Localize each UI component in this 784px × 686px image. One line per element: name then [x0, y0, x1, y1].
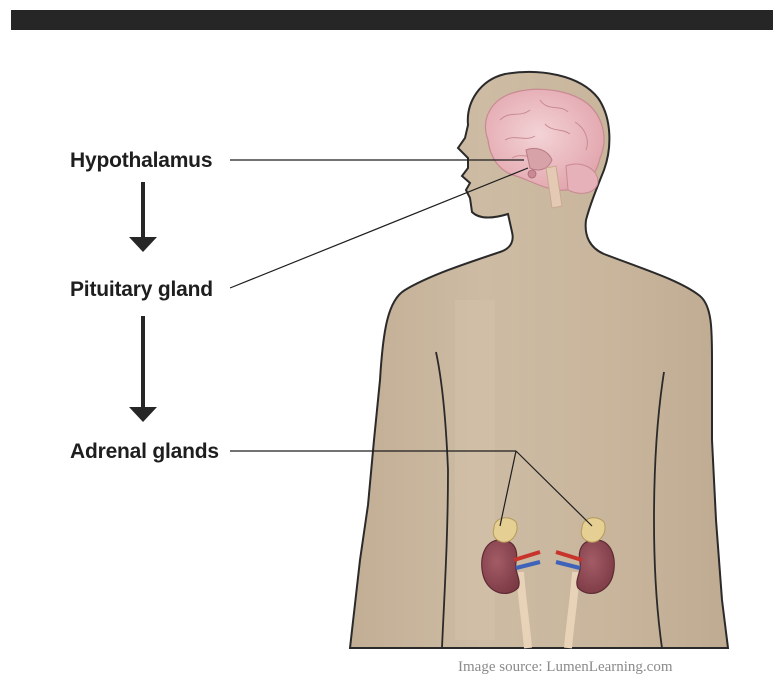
arrow-pituitary-to-adrenal	[129, 316, 157, 422]
label-adrenal-glands: Adrenal glands	[70, 440, 219, 464]
image-source-caption: Image source: LumenLearning.com	[458, 659, 673, 676]
arrow-hypothalamus-to-pituitary	[129, 182, 157, 252]
label-pituitary-gland: Pituitary gland	[70, 278, 213, 302]
label-hypothalamus: Hypothalamus	[70, 149, 212, 173]
